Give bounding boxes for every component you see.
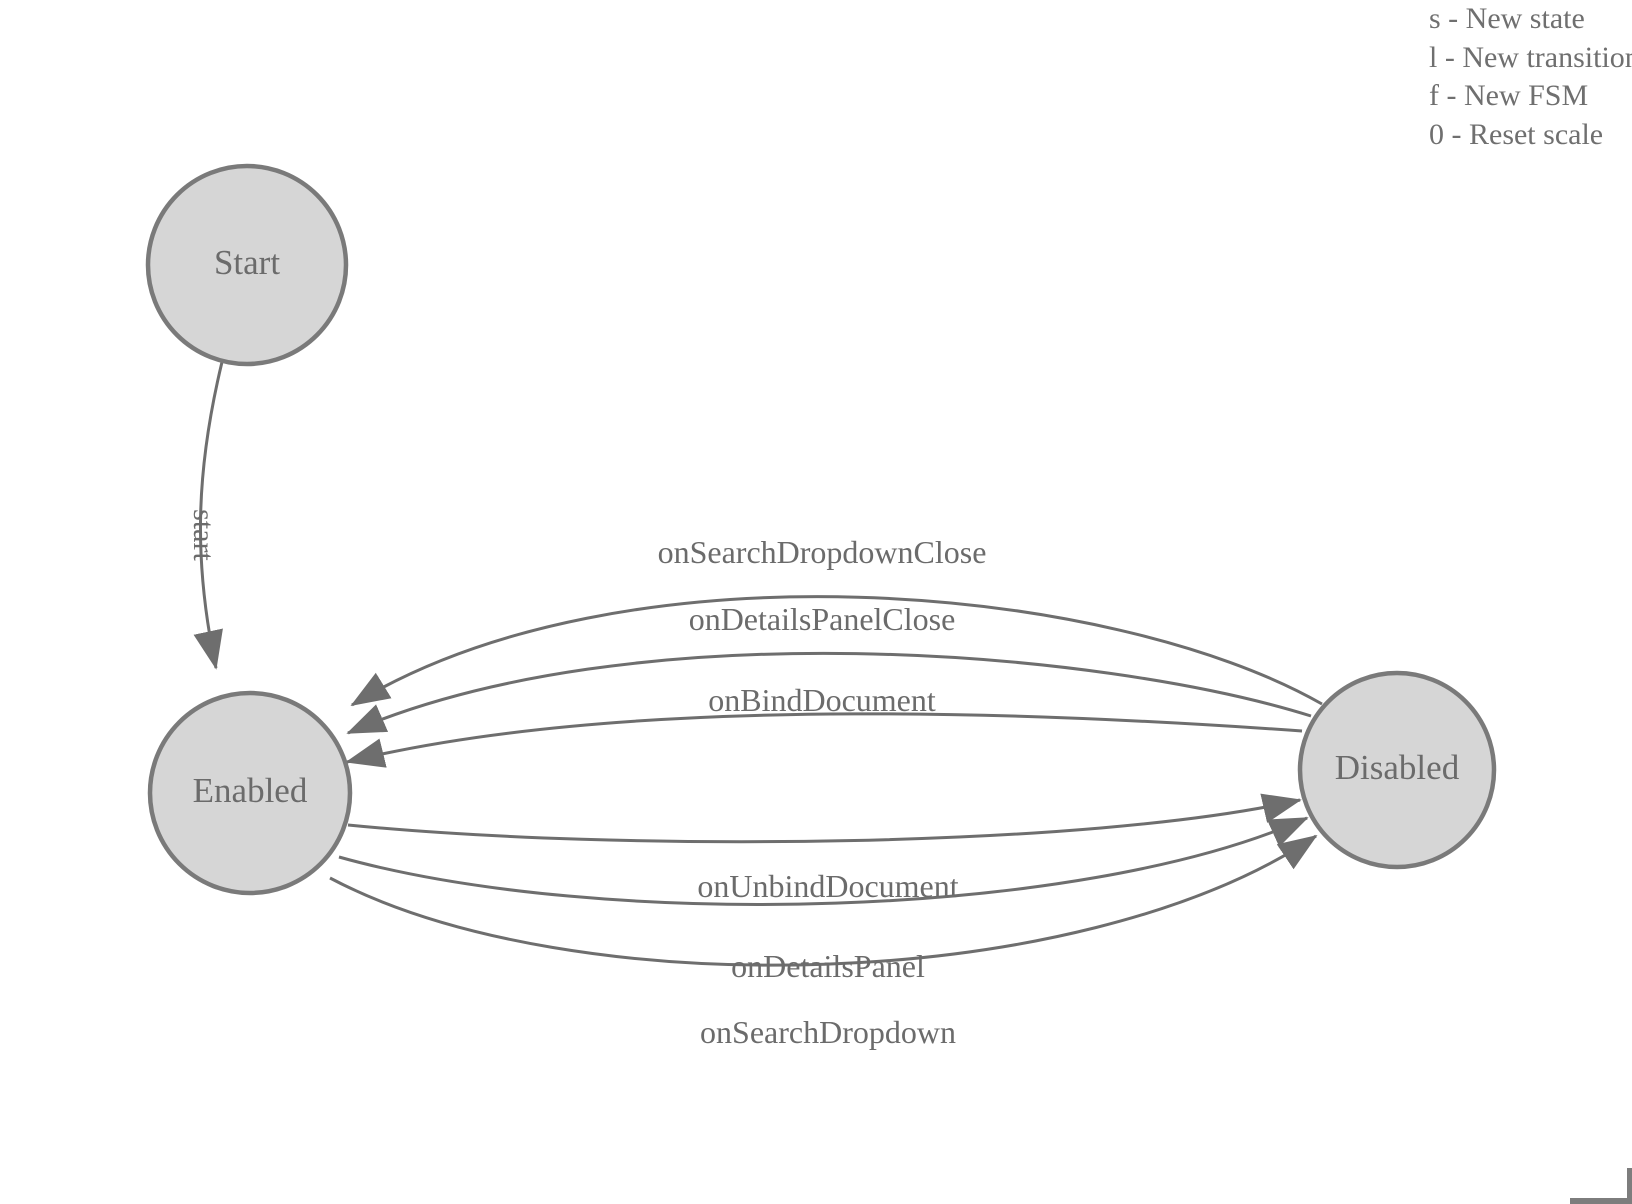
edge-label-on-search-dropdown: onSearchDropdown: [700, 1014, 956, 1050]
state-node-enabled[interactable]: Enabled: [147, 690, 353, 896]
edge-on-bind-document[interactable]: [345, 712, 1303, 768]
edge-on-details-panel[interactable]: [338, 816, 1309, 906]
state-node-disabled-label: Disabled: [1335, 748, 1460, 787]
state-node-enabled-label: Enabled: [193, 771, 308, 810]
edge-on-search-dropdown[interactable]: [329, 834, 1318, 967]
edge-path-on-details-panel-close[interactable]: [346, 651, 1312, 735]
edge-path-on-search-dropdown[interactable]: [329, 834, 1318, 967]
node-group: Start Enabled Disabled: [145, 163, 1497, 896]
state-node-start-label: Start: [214, 243, 280, 282]
state-node-start[interactable]: Start: [145, 163, 349, 367]
edge-on-details-panel-close[interactable]: [346, 651, 1312, 735]
edge-on-search-dropdown-close[interactable]: [350, 595, 1323, 707]
edge-group: [193, 361, 1323, 967]
state-node-disabled-circle[interactable]: [1297, 670, 1497, 870]
edge-label-on-details-panel-close: onDetailsPanelClose: [689, 601, 956, 637]
state-node-start-circle[interactable]: [145, 163, 349, 367]
edge-path-on-details-panel[interactable]: [338, 816, 1309, 906]
edge-label-start: start: [187, 509, 220, 561]
edge-path-start[interactable]: [193, 361, 224, 670]
edge-path-on-search-dropdown-close[interactable]: [350, 595, 1323, 707]
edge-on-unbind-document[interactable]: [347, 793, 1302, 844]
state-node-disabled[interactable]: Disabled: [1297, 670, 1497, 870]
canvas-corner-mark-horizontal: [1570, 1198, 1632, 1204]
edge-path-on-bind-document[interactable]: [345, 712, 1303, 768]
state-node-enabled-circle[interactable]: [147, 690, 353, 896]
edge-label-on-bind-document: onBindDocument: [708, 682, 936, 718]
canvas-corner-mark-vertical: [1627, 1168, 1632, 1204]
edge-label-on-details-panel: onDetailsPanel: [731, 948, 925, 984]
edge-label-on-search-dropdown-close: onSearchDropdownClose: [658, 534, 987, 570]
edge-label-group: start onSearchDropdownClose onDetailsPan…: [187, 509, 986, 1050]
canvas-corner-mark: [1570, 1168, 1632, 1204]
edge-label-on-unbind-document: onUnbindDocument: [697, 868, 958, 904]
edge-start[interactable]: [193, 361, 224, 670]
edge-path-on-unbind-document[interactable]: [347, 793, 1302, 844]
